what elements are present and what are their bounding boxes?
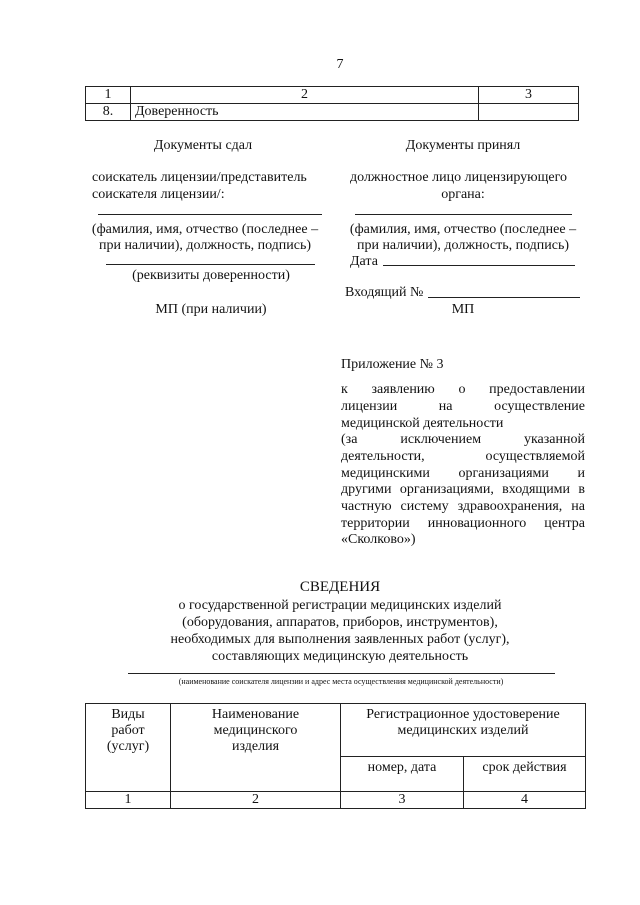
col-header-device-name: Наименование медицинского изделия: [170, 703, 341, 792]
appendix-line: к заявлению о предоставлении: [341, 382, 585, 397]
column-number: 2: [170, 791, 341, 809]
subtitle-line: (оборудования, аппаратов, приборов, инст…: [182, 615, 498, 630]
applicant-caption: (наименование соискателя лицензии и адре…: [178, 677, 504, 686]
top-table: 1 2 3 8. Доверенность: [85, 86, 579, 121]
right-stamp: МП: [451, 302, 475, 317]
col-header-work-types: Виды работ (услуг): [85, 703, 171, 792]
header-cell: 2: [130, 86, 479, 104]
right-fio-line: (фамилия, имя, отчество (последнее –: [349, 222, 577, 237]
devices-table: Виды работ (услуг) Наименование медицинс…: [85, 702, 586, 809]
incoming-line: [428, 297, 580, 298]
header-text: Наименование: [211, 707, 300, 722]
power-of-attorney-caption: (реквизиты доверенности): [132, 268, 290, 283]
left-title: Документы сдал: [153, 138, 253, 153]
left-fio-line: (фамилия, имя, отчество (последнее –: [91, 222, 319, 237]
subtitle-line: о государственной регистрации медицински…: [178, 598, 502, 613]
appendix-line: медицинскими организациями и: [341, 466, 585, 481]
power-of-attorney-line: [106, 264, 315, 265]
subtitle-line: необходимых для выполнения заявленных ра…: [170, 632, 510, 647]
left-fio-line: при наличии), должность, подпись): [98, 238, 312, 253]
row-name: Доверенность: [130, 103, 479, 121]
col-header-number-date: номер, дата: [340, 756, 464, 792]
appendix-line: территории инновационного центра: [341, 516, 585, 531]
header-text: Виды: [111, 707, 145, 722]
header-text: медицинского: [213, 723, 298, 738]
date-label: Дата: [350, 254, 378, 269]
signature-line: [355, 214, 572, 215]
appendix-line: (за исключением указанной: [341, 432, 585, 447]
right-title: Документы принял: [405, 138, 521, 153]
appendix-title: Приложение № 3: [341, 357, 444, 372]
col-header-validity: срок действия: [463, 756, 586, 792]
left-role-line: соискатель лицензии/представитель: [92, 170, 307, 185]
header-cell: 1: [85, 86, 131, 104]
column-numbers-row: 1 2 3 4: [85, 791, 586, 809]
column-number: 4: [463, 791, 586, 809]
appendix-line: медицинской деятельности: [341, 416, 504, 431]
header-text: изделия: [231, 739, 280, 754]
right-role-line: органа:: [441, 187, 485, 202]
header-text: медицинских изделий: [397, 723, 529, 738]
header-cell: 3: [478, 86, 579, 104]
column-number: 3: [340, 791, 464, 809]
applicant-line: [128, 673, 555, 674]
row-value: [478, 103, 579, 121]
header-text: работ: [111, 723, 145, 738]
appendix-line: другими организациями, входящими в: [341, 482, 585, 497]
document-title: СВЕДЕНИЯ: [299, 579, 381, 595]
page-number: 7: [336, 57, 344, 72]
appendix-line: «Сколково»): [341, 532, 416, 547]
header-text: Регистрационное удостоверение: [366, 707, 560, 722]
appendix-line: лицензии на осуществление: [341, 399, 585, 414]
table-row: 8. Доверенность: [85, 103, 579, 121]
date-line: [383, 265, 575, 266]
column-number: 1: [85, 791, 171, 809]
table-header-row: 1 2 3: [85, 86, 579, 104]
right-role-line: должностное лицо лицензирующего: [350, 170, 567, 185]
subtitle-line: составляющих медицинскую деятельность: [211, 649, 469, 664]
appendix-line: частную систему здравоохранения, на: [341, 499, 585, 514]
left-stamp: МП (при наличии): [155, 302, 267, 317]
incoming-label: Входящий №: [345, 285, 424, 300]
row-number: 8.: [85, 103, 131, 121]
left-role-line: соискателя лицензии/:: [92, 187, 225, 202]
right-fio-line: при наличии), должность, подпись): [356, 238, 570, 253]
appendix-line: деятельности, осуществляемой: [341, 449, 585, 464]
signature-line: [98, 214, 322, 215]
col-header-registration: Регистрационное удостоверение медицински…: [340, 702, 586, 758]
header-text: (услуг): [106, 739, 150, 754]
